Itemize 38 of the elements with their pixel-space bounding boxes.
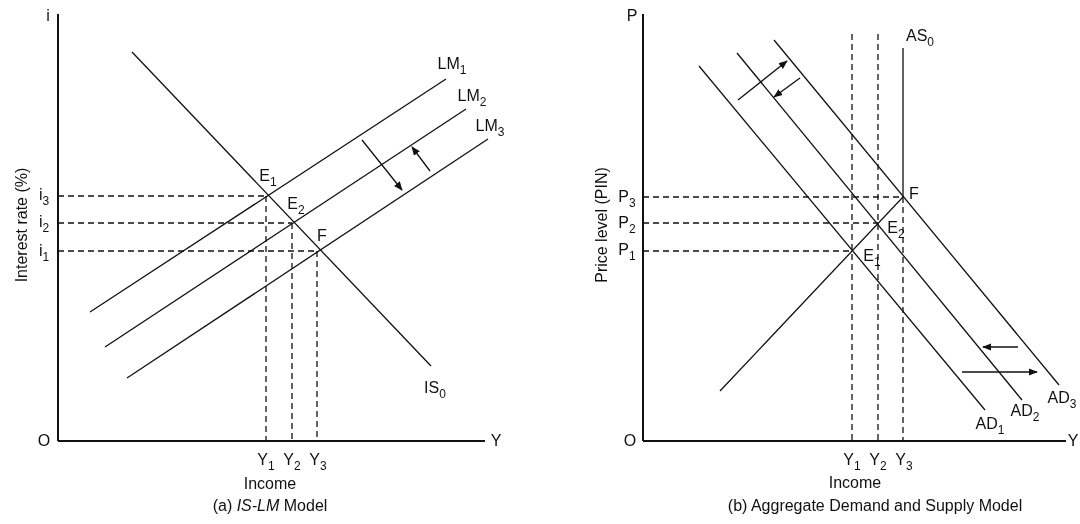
point-label: E$_{1}$ bbox=[259, 167, 277, 189]
tick-label: i$_{1}$ bbox=[38, 242, 50, 264]
axis-title: Income bbox=[243, 475, 297, 493]
axis-label: Y bbox=[490, 432, 502, 450]
axis-title: Price level (PIN) bbox=[593, 167, 611, 283]
point-label: F bbox=[317, 227, 327, 245]
curve-label: LM$_{3}$ bbox=[475, 117, 505, 139]
tick-label: Y$_{2}$ bbox=[283, 451, 301, 473]
tick-label: i$_{2}$ bbox=[38, 213, 50, 235]
tick-label: i$_{3}$ bbox=[38, 186, 50, 208]
axis-title: Interest rate (%) bbox=[13, 167, 31, 283]
figure-caption: (a) IS-LM Model bbox=[212, 497, 328, 515]
tick-label: Y$_{3}$ bbox=[309, 451, 327, 473]
curve-label: AD$_{3}$ bbox=[1047, 389, 1077, 411]
axis-label: O bbox=[623, 432, 637, 450]
curve-label: AS$_{0}$ bbox=[906, 27, 934, 49]
tick-label: P$_{2}$ bbox=[618, 214, 636, 236]
curve-label: AD$_{1}$ bbox=[975, 415, 1005, 437]
curve-label: LM$_{1}$ bbox=[437, 55, 467, 77]
tick-label: P$_{3}$ bbox=[618, 188, 636, 210]
curve-label: IS$_{0}$ bbox=[424, 379, 446, 401]
axis-label: O bbox=[37, 432, 51, 450]
point-label: E$_{1}$ bbox=[863, 247, 881, 269]
point-label: E$_{2}$ bbox=[887, 219, 905, 241]
point-label: E$_{2}$ bbox=[287, 195, 305, 217]
axis-title: Income bbox=[828, 474, 882, 492]
axis-label: Y bbox=[1067, 432, 1079, 450]
axis-label: P bbox=[626, 7, 638, 25]
curve-label: AD$_{2}$ bbox=[1010, 402, 1040, 424]
tick-label: Y$_{1}$ bbox=[843, 451, 861, 473]
curve-label: LM$_{2}$ bbox=[457, 87, 487, 109]
tick-label: Y$_{1}$ bbox=[257, 451, 275, 473]
axis-label: i bbox=[46, 7, 50, 25]
tick-label: Y$_{3}$ bbox=[895, 451, 913, 473]
figure-caption: (b) Aggregate Demand and Supply Model bbox=[727, 497, 1023, 515]
tick-label: P$_{1}$ bbox=[618, 241, 636, 263]
tick-label: Y$_{2}$ bbox=[869, 451, 887, 473]
point-label: F bbox=[909, 185, 919, 203]
